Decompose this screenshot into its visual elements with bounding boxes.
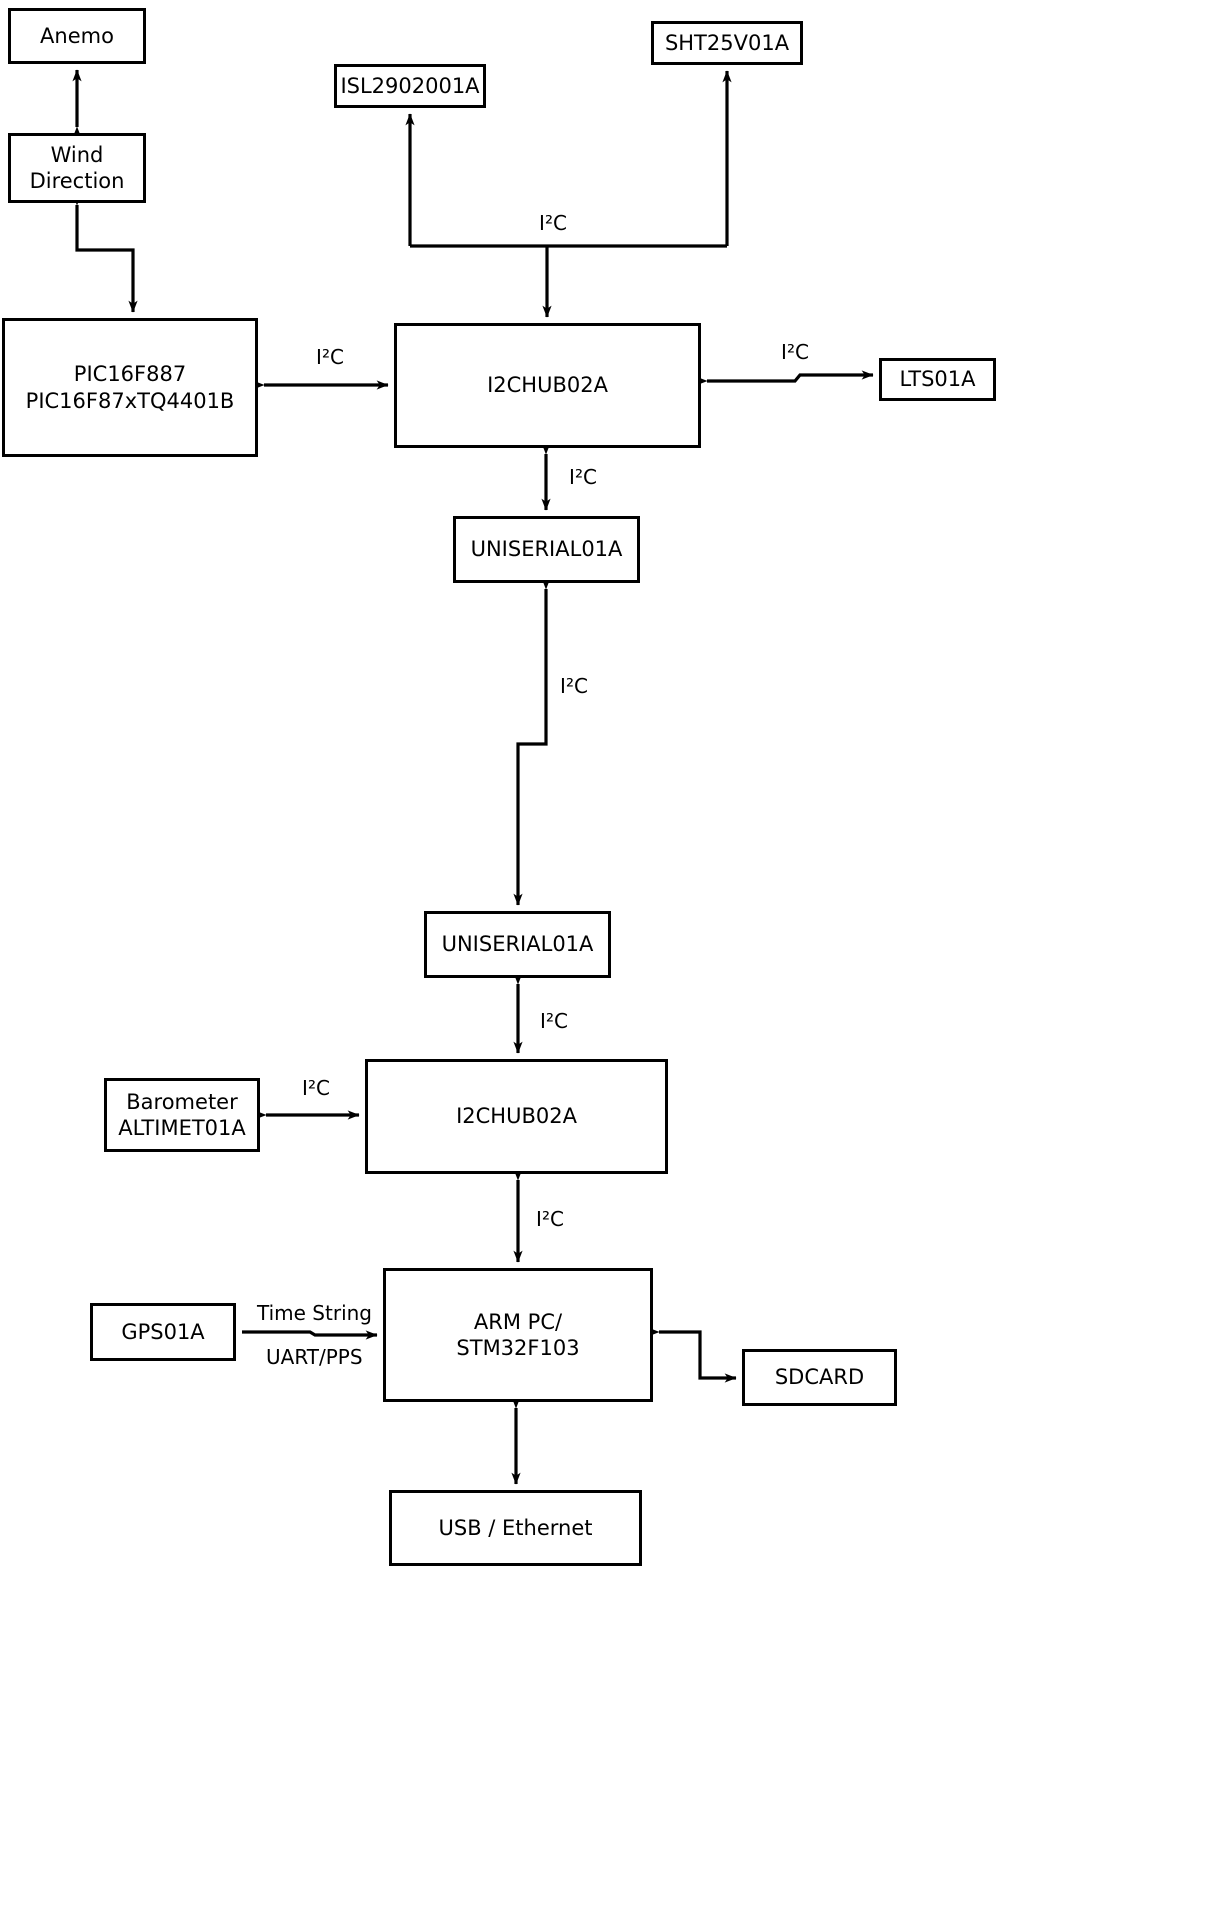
node-anemo[interactable]: Anemo bbox=[8, 8, 146, 64]
node-pic-microcontroller-label: PIC16F887 PIC16F87xTQ4401B bbox=[25, 362, 235, 413]
edge-label-i2c-baro-hub2: I²C bbox=[302, 1076, 330, 1100]
node-gps01a-label: GPS01A bbox=[121, 1319, 205, 1344]
node-lts01a-label: LTS01A bbox=[899, 367, 976, 392]
node-isl2902001a[interactable]: ISL2902001A bbox=[334, 64, 486, 108]
node-i2chub02a-bottom-label: I2CHUB02A bbox=[456, 1104, 577, 1129]
node-anemo-label: Anemo bbox=[40, 23, 114, 48]
edge-label-i2c-hub-uni: I²C bbox=[569, 465, 597, 489]
connector-uni-uni bbox=[513, 577, 551, 906]
node-sht25v01a[interactable]: SHT25V01A bbox=[651, 21, 803, 65]
node-usb-ethernet[interactable]: USB / Ethernet bbox=[389, 1490, 642, 1566]
node-gps01a[interactable]: GPS01A bbox=[90, 1303, 236, 1361]
node-isl2902001a-label: ISL2902001A bbox=[340, 73, 480, 98]
node-usb-ethernet-label: USB / Ethernet bbox=[438, 1515, 593, 1540]
edge-label-i2c-hub-lts: I²C bbox=[781, 340, 809, 364]
connector-arm-sdcard bbox=[647, 1327, 737, 1383]
edge-label-i2c-uni-hub2: I²C bbox=[540, 1009, 568, 1033]
node-lts01a[interactable]: LTS01A bbox=[879, 358, 996, 401]
node-pic-microcontroller[interactable]: PIC16F887 PIC16F87xTQ4401B bbox=[2, 318, 258, 457]
node-sdcard-label: SDCARD bbox=[774, 1365, 865, 1390]
node-barometer-altimet01a-label: Barometer ALTIMET01A bbox=[118, 1089, 246, 1140]
connector-hub-lts bbox=[695, 370, 874, 386]
node-sht25v01a-label: SHT25V01A bbox=[664, 30, 790, 55]
node-uniserial01a-bottom-label: UNISERIAL01A bbox=[441, 932, 594, 957]
node-i2chub02a-bottom[interactable]: I2CHUB02A bbox=[365, 1059, 668, 1174]
node-barometer-altimet01a[interactable]: Barometer ALTIMET01A bbox=[104, 1078, 260, 1152]
node-arm-pc-stm32f103-label: ARM PC/ STM32F103 bbox=[456, 1309, 580, 1360]
node-i2chub02a-top[interactable]: I2CHUB02A bbox=[394, 323, 701, 448]
node-wind-direction[interactable]: Wind Direction bbox=[8, 133, 146, 203]
edge-label-time-string: Time String bbox=[257, 1301, 372, 1325]
node-uniserial01a-bottom[interactable]: UNISERIAL01A bbox=[424, 911, 611, 978]
connector-pic-wind bbox=[72, 193, 138, 313]
node-uniserial01a-top-label: UNISERIAL01A bbox=[470, 537, 623, 562]
node-arm-pc-stm32f103[interactable]: ARM PC/ STM32F103 bbox=[383, 1268, 653, 1402]
node-i2chub02a-top-label: I2CHUB02A bbox=[487, 373, 608, 398]
edge-label-uart-pps: UART/PPS bbox=[266, 1345, 363, 1369]
edge-label-i2c-hub-top: I²C bbox=[539, 211, 567, 235]
edge-label-i2c-uni-uni: I²C bbox=[560, 674, 588, 698]
node-uniserial01a-top[interactable]: UNISERIAL01A bbox=[453, 516, 640, 583]
edge-label-i2c-hub2-arm: I²C bbox=[536, 1207, 564, 1231]
connector-gps-arm bbox=[242, 1330, 378, 1340]
edge-label-i2c-pic-hub: I²C bbox=[316, 345, 344, 369]
node-wind-direction-label: Wind Direction bbox=[29, 142, 125, 193]
node-sdcard[interactable]: SDCARD bbox=[742, 1349, 897, 1406]
